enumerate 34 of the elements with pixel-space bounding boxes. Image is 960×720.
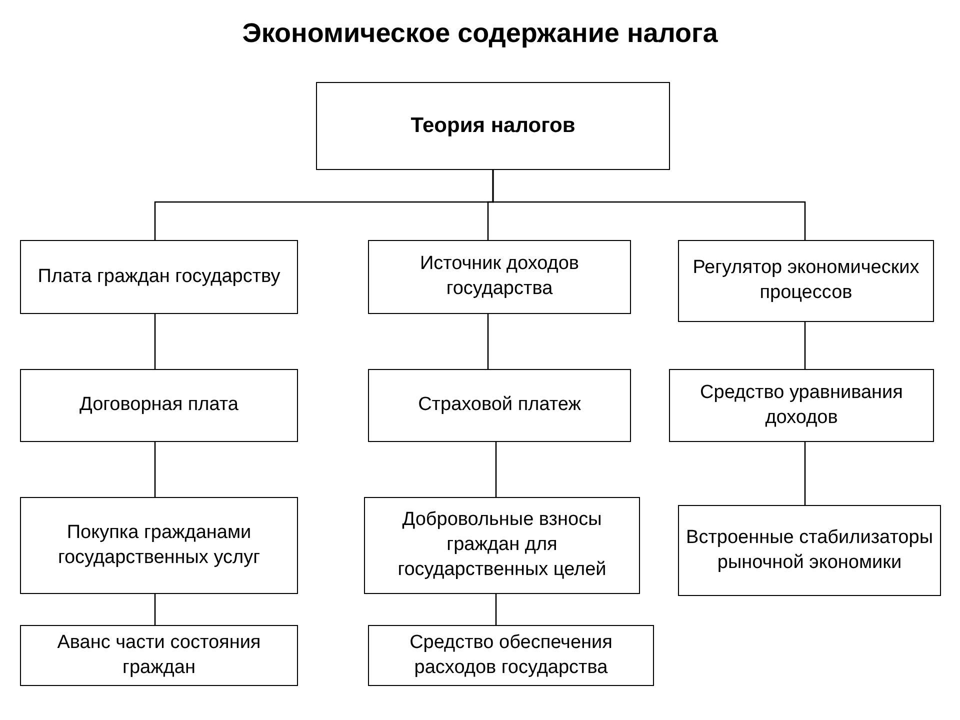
connector-line (154, 442, 156, 497)
box-label: Источник доходов государства (418, 252, 580, 301)
text-box (368, 240, 631, 314)
connector-line (804, 322, 806, 369)
text-box (669, 369, 934, 442)
box-label: Теория налогов (410, 113, 576, 140)
text-box (678, 505, 941, 596)
text-box (20, 369, 298, 442)
connector-line (495, 442, 497, 497)
connector-line (492, 170, 806, 240)
box-label: Плата граждан государству (38, 264, 280, 289)
box-label: Договорная плата (80, 393, 238, 418)
connector-line (154, 594, 156, 625)
box-label: Средство обеспечения расходов государства (408, 630, 614, 680)
diagram-title: Экономическое содержание налога (241, 18, 719, 49)
connector-line (804, 442, 806, 505)
box-label: Средство уравнивания доходов (699, 380, 904, 430)
box-label: Встроенные стабилизаторы рыночной экономики (685, 526, 934, 574)
text-box (678, 240, 934, 322)
box-label: Регулятор экономических процессов (692, 256, 920, 305)
text-box (364, 497, 640, 594)
text-box (368, 625, 654, 686)
box-label: Страховой платеж (418, 393, 581, 418)
text-box (20, 625, 298, 686)
text-box (316, 82, 670, 170)
text-box (368, 369, 631, 442)
connector-line (487, 314, 489, 369)
connector-line (495, 594, 497, 625)
box-label: Добровольные взносы граждан для государственных целей (396, 508, 608, 582)
text-box (20, 240, 298, 314)
box-label: Покупка гражданами государственных услуг (56, 520, 262, 570)
box-label: Аванс части состояния граждан (56, 630, 262, 680)
connector-line (154, 314, 156, 369)
text-box (20, 497, 298, 594)
